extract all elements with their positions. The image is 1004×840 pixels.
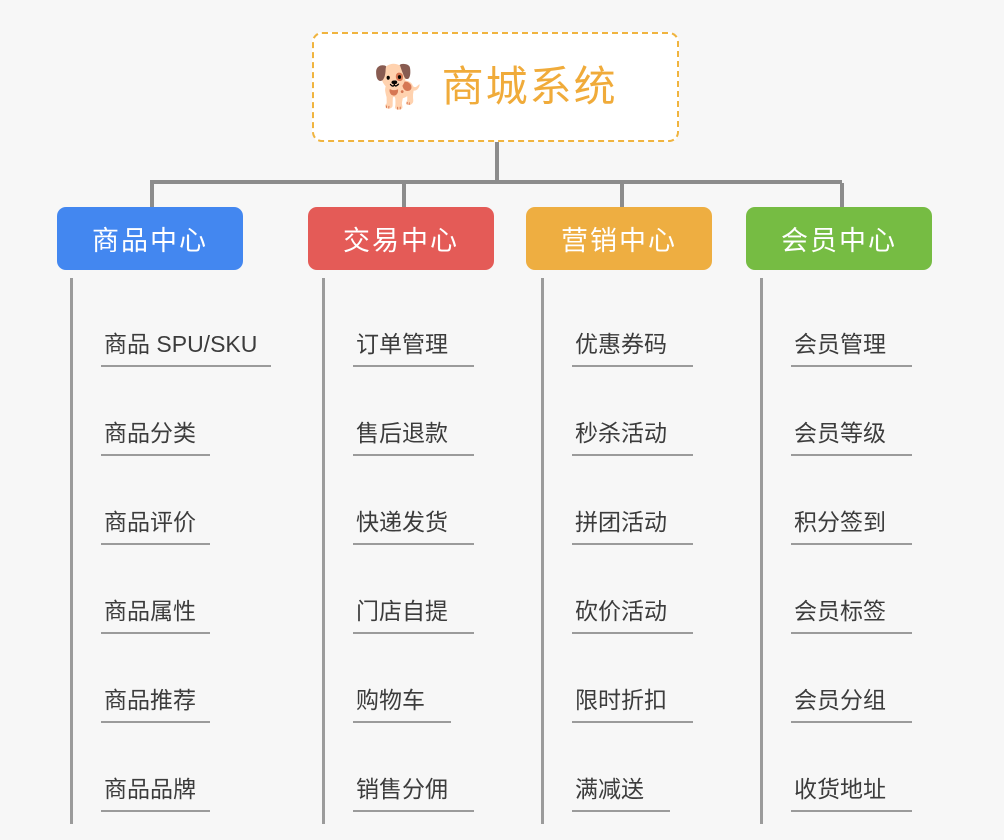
dog-face-icon: 🐕 [373,63,426,110]
category-box-marketing-center[interactable]: 营销中心 [526,207,712,270]
leaf-item[interactable]: 商品推荐 [70,634,300,723]
column-spine [541,278,544,824]
leaf-item[interactable]: 满减送 [541,723,771,812]
leaf-item[interactable]: 会员等级 [760,367,990,456]
leaf-item[interactable]: 商品评价 [70,456,300,545]
leaf-item[interactable]: 会员标签 [760,545,990,634]
category-box-product-center[interactable]: 商品中心 [57,207,243,270]
leaf-item-label: 拼团活动 [572,511,693,545]
leaf-item-label: 快递发货 [353,511,474,545]
leaf-item-label: 限时折扣 [572,689,693,723]
category-box-member-center[interactable]: 会员中心 [746,207,932,270]
column-spine [760,278,763,824]
root-node-mall-system[interactable]: 🐕 商城系统 [312,32,679,142]
leaf-item[interactable]: 优惠券码 [541,278,771,367]
leaf-item[interactable]: 门店自提 [322,545,552,634]
root-node-title: 商城系统 [441,63,618,110]
column-spine [322,278,325,824]
category-label: 会员中心 [781,226,897,256]
leaf-item-label: 积分签到 [791,511,912,545]
leaf-item-label: 收货地址 [791,778,912,812]
leaf-column-member-center: 会员管理 会员等级 积分签到 会员标签 会员分组 收货地址 [760,278,990,824]
leaf-item[interactable]: 积分签到 [760,456,990,545]
leaf-item[interactable]: 销售分佣 [322,723,552,812]
connector-root-vertical [495,142,499,183]
leaf-item-label: 购物车 [353,689,451,723]
leaf-item[interactable]: 会员分组 [760,634,990,723]
leaf-item-label: 商品品牌 [101,778,210,812]
leaf-column-trade-center: 订单管理 售后退款 快递发货 门店自提 购物车 销售分佣 [322,278,552,824]
connector-drop-4 [840,183,844,207]
leaf-item-label: 商品推荐 [101,689,210,723]
leaf-column-product-center: 商品 SPU/SKU 商品分类 商品评价 商品属性 商品推荐 商品品牌 [70,278,300,824]
leaf-item-label: 商品分类 [101,422,210,456]
leaf-item[interactable]: 限时折扣 [541,634,771,723]
leaf-item[interactable]: 拼团活动 [541,456,771,545]
connector-drop-2 [402,183,406,207]
leaf-item-label: 秒杀活动 [572,422,693,456]
category-box-trade-center[interactable]: 交易中心 [308,207,494,270]
leaf-item-label: 售后退款 [353,422,474,456]
connector-horizontal-bus [150,180,842,184]
leaf-item-label: 商品 SPU/SKU [101,333,272,367]
leaf-item[interactable]: 快递发货 [322,456,552,545]
leaf-item-label: 门店自提 [353,600,474,634]
leaf-item-label: 砍价活动 [572,600,693,634]
leaf-item[interactable]: 会员管理 [760,278,990,367]
leaf-item-label: 优惠券码 [572,333,693,367]
category-label: 交易中心 [343,226,459,256]
leaf-item[interactable]: 商品属性 [70,545,300,634]
connector-drop-1 [150,183,154,207]
leaf-item-label: 会员等级 [791,422,912,456]
leaf-item[interactable]: 商品品牌 [70,723,300,812]
leaf-item[interactable]: 商品分类 [70,367,300,456]
leaf-item[interactable]: 砍价活动 [541,545,771,634]
leaf-item-label: 会员标签 [791,600,912,634]
leaf-item-label: 会员分组 [791,689,912,723]
leaf-item-label: 商品属性 [101,600,210,634]
category-label: 商品中心 [92,226,208,256]
category-label: 营销中心 [561,226,677,256]
leaf-item[interactable]: 秒杀活动 [541,367,771,456]
leaf-item[interactable]: 商品 SPU/SKU [70,278,300,367]
column-spine [70,278,73,824]
leaf-item-label: 订单管理 [353,333,474,367]
leaf-item-label: 销售分佣 [353,778,474,812]
leaf-item-label: 会员管理 [791,333,912,367]
leaf-item[interactable]: 订单管理 [322,278,552,367]
leaf-item[interactable]: 购物车 [322,634,552,723]
connector-drop-3 [620,183,624,207]
leaf-column-marketing-center: 优惠券码 秒杀活动 拼团活动 砍价活动 限时折扣 满减送 [541,278,771,824]
leaf-item-label: 满减送 [572,778,670,812]
leaf-item-label: 商品评价 [101,511,210,545]
leaf-item[interactable]: 收货地址 [760,723,990,812]
leaf-item[interactable]: 售后退款 [322,367,552,456]
